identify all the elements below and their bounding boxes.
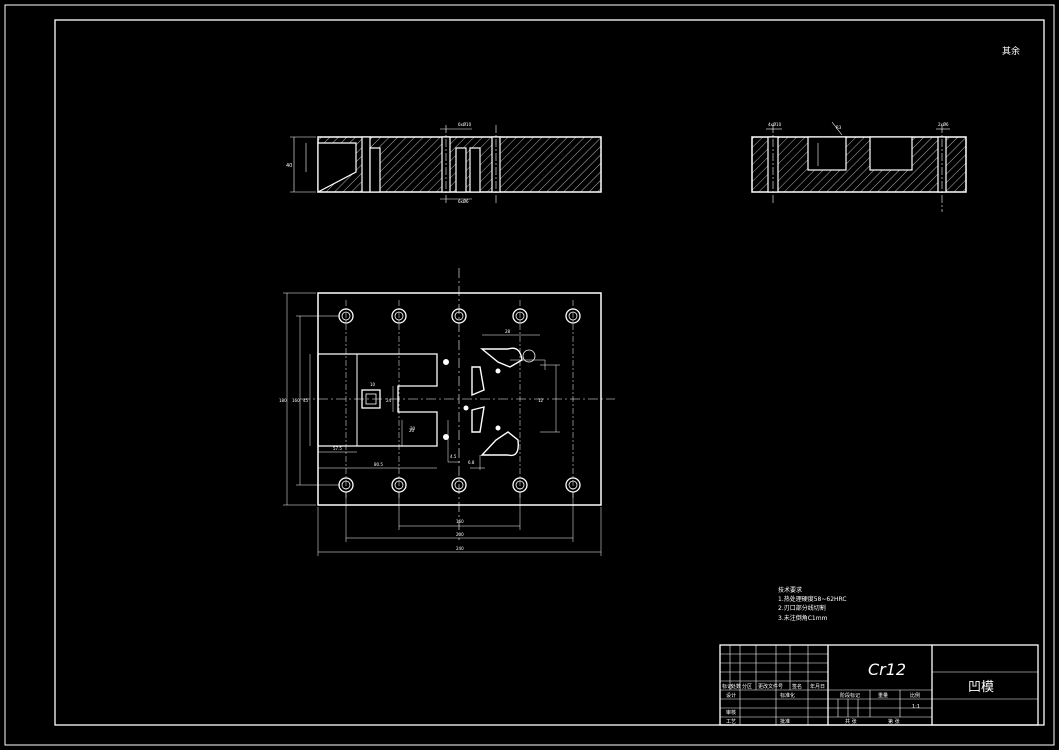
dim-left-outer: 180 (279, 398, 287, 403)
dim-front-hole-top: 6xØ10 (458, 122, 472, 127)
tb-material: Cr12 (868, 660, 906, 679)
tb-label-date: 年月日 (810, 683, 825, 690)
dim-center-1: 28 (505, 329, 511, 334)
tb-label-scale: 比例 (910, 692, 920, 699)
side-section-view: 4xØ10 R3 2xØ6 (751, 121, 967, 212)
title-block-text: 标记 处数 分区 更改文件号 签名 年月日 设计 标准化 审核 工艺 批准 阶段… (722, 660, 994, 725)
dim-center-3: 6.8 (468, 460, 475, 465)
dim-center-5: 20 (410, 426, 416, 431)
tech-req-item-2: 2.刃口部分线切割 (778, 604, 826, 612)
tb-label-weight: 重量 (878, 692, 888, 699)
tb-label-signature: 签名 (792, 683, 802, 690)
top-plan-view: 28 12 6.8 4.5 20 10 180 160 45 24 20 (279, 268, 615, 556)
technical-requirements: 技术要求 1.热处理硬度58~62HRC 2.刃口部分线切割 3.未注倒角C1m… (778, 586, 847, 622)
tb-label-stage: 阶段标记 (840, 692, 860, 699)
tb-label-total-sheets: 共 张 (845, 718, 857, 725)
dim-center-6: 10 (370, 382, 376, 387)
tb-label-count: 处数 (731, 683, 741, 690)
tech-req-item-1: 1.热处理硬度58~62HRC (778, 595, 847, 603)
tech-req-item-3: 3.未注倒角C1mm (778, 614, 828, 622)
front-section-view: 40 6xØ10 6xØ6 (286, 122, 602, 205)
dim-left-holes: 160 (292, 398, 300, 403)
dim-front-hole-bottom: 6xØ6 (458, 199, 469, 204)
title-block (719, 644, 1039, 726)
dim-left-inner: 20 (409, 428, 415, 433)
dim-front-height: 40 (286, 163, 292, 169)
dim-bottom-outer: 240 (456, 546, 464, 551)
dim-side-radius: R3 (836, 125, 842, 130)
tb-label-change-doc: 更改文件号 (758, 683, 783, 690)
tb-label-process: 工艺 (726, 719, 736, 725)
dim-bottom-left: 57.5 (333, 446, 342, 451)
tb-label-mark: 标记 (722, 683, 732, 690)
dim-left-slot: 24 (386, 398, 392, 403)
outer-frame (4, 4, 1055, 746)
tb-label-review: 审核 (726, 709, 736, 716)
corner-mark: 其余 (1002, 45, 1020, 57)
tb-label-approve: 批准 (780, 718, 790, 725)
dim-side-hole: 4xØ10 (768, 122, 782, 127)
dim-left-cutout: 45 (303, 398, 309, 403)
dim-bottom-holes: 200 (456, 532, 464, 537)
dim-center-4: 4.5 (450, 454, 457, 459)
dim-center-2: 12 (538, 398, 544, 403)
tb-label-sheet-number: 第 张 (888, 718, 900, 725)
tb-label-zone: 分区 (742, 683, 752, 690)
tb-scale-value: 1:1 (912, 704, 920, 710)
tb-label-design: 设计 (726, 692, 736, 699)
dim-bottom-inner: 160 (456, 519, 464, 524)
inner-frame (54, 19, 1045, 726)
dim-bottom-cutout: 80.5 (374, 462, 383, 467)
tb-part-name: 凹模 (968, 680, 994, 695)
tb-label-standard: 标准化 (780, 692, 795, 699)
tech-req-title: 技术要求 (778, 586, 802, 594)
dim-side-hole-right: 2xØ6 (938, 122, 949, 127)
